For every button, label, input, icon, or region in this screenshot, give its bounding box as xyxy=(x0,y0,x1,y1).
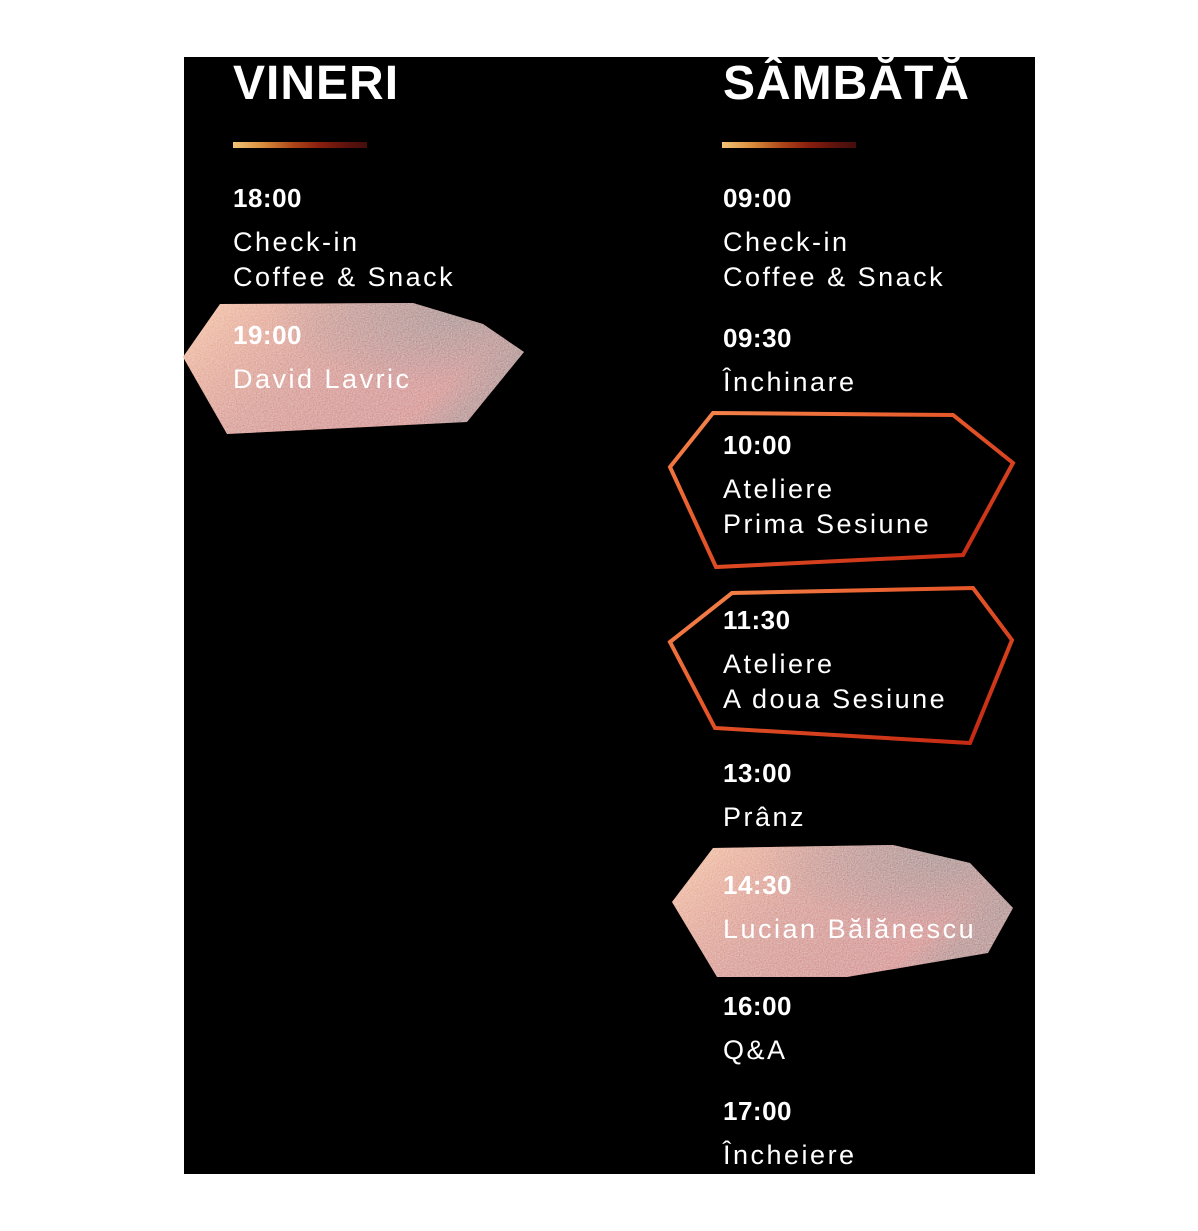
schedule-item-outlined: 10:00 Ateliere Prima Sesiune xyxy=(723,432,931,542)
schedule-item-highlighted: 19:00 David Lavric xyxy=(233,322,412,397)
item-speaker-name: David Lavric xyxy=(233,364,412,394)
item-time: 09:00 xyxy=(723,183,792,213)
schedule-item-highlighted: 14:30 Lucian Bălănescu xyxy=(723,872,976,947)
item-speaker-name: Lucian Bălănescu xyxy=(723,914,977,944)
item-line: Prânz xyxy=(723,802,807,832)
day-title-saturday: SÂMBĂTĂ xyxy=(723,57,970,110)
schedule-item-outlined: 11:30 Ateliere A doua Sesiune xyxy=(723,607,947,717)
item-line: Încheiere xyxy=(723,1140,857,1170)
schedule-item: 09:30 Închinare xyxy=(723,325,857,400)
item-time: 16:00 xyxy=(723,991,792,1021)
item-line: Ateliere xyxy=(723,649,835,679)
schedule-item: 18:00 Check-in Coffee & Snack xyxy=(233,185,455,295)
title-underline-saturday xyxy=(722,142,856,148)
item-line: A doua Sesiune xyxy=(723,684,948,714)
item-time: 19:00 xyxy=(233,320,302,350)
schedule-item: 17:00 Încheiere xyxy=(723,1098,857,1173)
item-time: 09:30 xyxy=(723,323,792,353)
day-title-friday: VINERI xyxy=(233,57,400,110)
item-line: Coffee & Snack xyxy=(723,262,946,292)
item-time: 11:30 xyxy=(723,605,791,635)
item-line: Prima Sesiune xyxy=(723,509,932,539)
item-time: 18:00 xyxy=(233,183,302,213)
item-line: Coffee & Snack xyxy=(233,262,456,292)
title-underline-friday xyxy=(233,142,367,148)
item-line: Check-in xyxy=(723,227,850,257)
schedule-item: 09:00 Check-in Coffee & Snack xyxy=(723,185,945,295)
item-line: Q&A xyxy=(723,1035,788,1065)
item-time: 14:30 xyxy=(723,870,792,900)
item-time: 17:00 xyxy=(723,1096,792,1126)
item-line: Ateliere xyxy=(723,474,835,504)
item-time: 10:00 xyxy=(723,430,792,460)
item-line: Închinare xyxy=(723,367,857,397)
schedule-item: 13:00 Prânz xyxy=(723,760,806,835)
schedule-item: 16:00 Q&A xyxy=(723,993,792,1068)
item-time: 13:00 xyxy=(723,758,792,788)
item-line: Check-in xyxy=(233,227,360,257)
